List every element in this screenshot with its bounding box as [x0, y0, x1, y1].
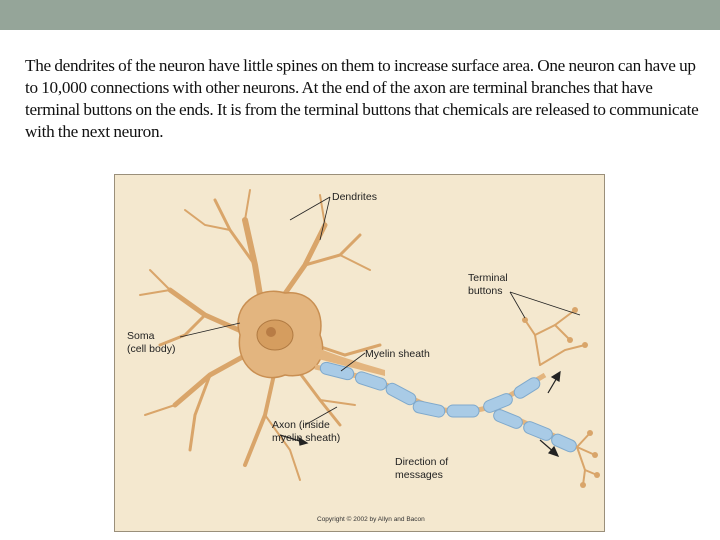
neuron-diagram: Dendrites Terminal buttons Soma (cell bo… — [114, 174, 605, 532]
soma — [237, 290, 385, 379]
direction-arrows — [279, 370, 561, 457]
leader-lines — [179, 196, 581, 426]
terminal-buttons-label-2: buttons — [468, 285, 502, 297]
neuron-illustration: Dendrites Terminal buttons Soma (cell bo… — [127, 189, 600, 523]
header-band — [0, 0, 720, 30]
axon-label-1: Axon (inside — [272, 419, 330, 431]
myelin-sheath-label: Myelin sheath — [365, 348, 430, 360]
direction-label-1: Direction of — [395, 456, 448, 468]
terminal-buttons — [522, 307, 600, 488]
slide-paragraph: The dendrites of the neuron have little … — [25, 56, 699, 141]
soma-label-1: Soma — [127, 330, 155, 342]
direction-label-2: messages — [395, 469, 443, 481]
copyright-note: Copyright © 2002 by Allyn and Bacon — [317, 515, 425, 523]
dendrites-label: Dendrites — [332, 191, 377, 203]
axon — [314, 361, 577, 453]
terminal-buttons-label-1: Terminal — [468, 272, 508, 284]
soma-label-2: (cell body) — [127, 343, 175, 355]
myelin-sheath — [319, 361, 577, 453]
axon-label-2: myelin sheath) — [272, 432, 340, 444]
terminal-branches — [524, 309, 598, 486]
